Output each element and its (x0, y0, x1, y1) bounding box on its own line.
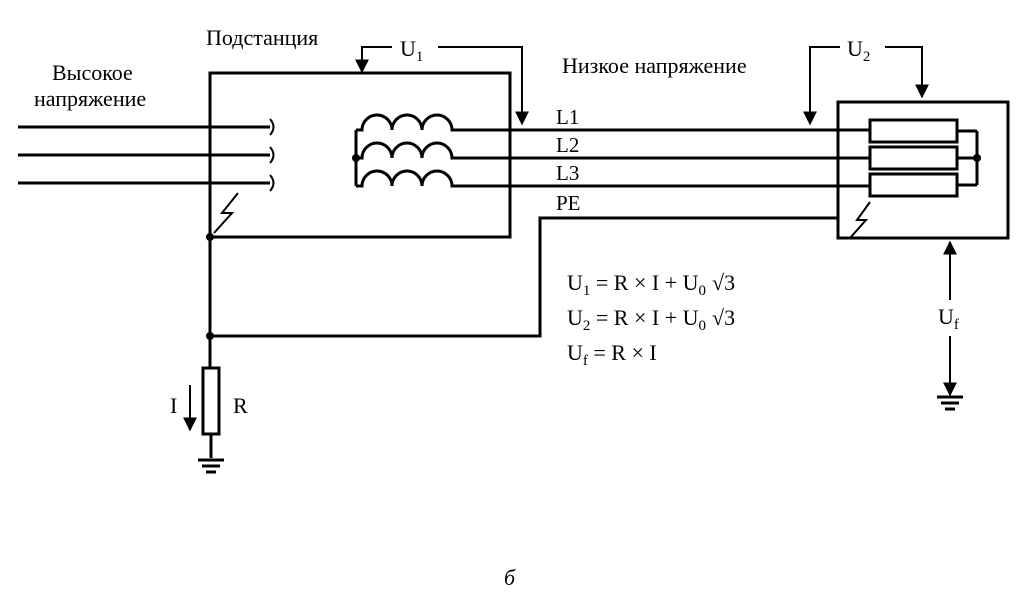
current-label: I (170, 393, 177, 418)
l3-label: L3 (556, 161, 579, 185)
load-resistors (868, 118, 981, 198)
ground-icon (198, 458, 224, 474)
u2-label: U2 (847, 36, 870, 65)
high-voltage-label-line2: напряжение (34, 86, 146, 111)
formula-u1: U1 = R × I + U0√3 (567, 270, 735, 299)
l2-label: L2 (556, 133, 579, 157)
substation-label: Подстанция (206, 25, 318, 50)
pe-conductor (206, 216, 838, 368)
consumer-box (836, 100, 1010, 240)
earthing-resistor (201, 366, 221, 436)
low-voltage-label: Низкое напряжение (562, 53, 747, 78)
consumer-fault-lightning-icon (849, 201, 871, 239)
u2-measure (803, 46, 929, 126)
formula-u2: U2 = R × I + U0√3 (567, 305, 735, 334)
resistance-label: R (233, 393, 248, 418)
uf-label: Uf (938, 304, 959, 333)
fault-lightning-icon (213, 192, 239, 234)
formula-uf: Uf = R × I (567, 340, 657, 369)
figure-caption: б (504, 565, 516, 590)
pe-label: PE (556, 191, 581, 215)
ground-icon (937, 395, 963, 411)
high-voltage-label-line1: Высокое (52, 60, 133, 85)
low-voltage-lines (460, 128, 870, 188)
l1-label: L1 (556, 105, 579, 129)
transformer-coils (352, 113, 460, 188)
u1-label: U1 (400, 36, 423, 65)
u1-measure (355, 46, 529, 126)
high-voltage-lines (18, 118, 275, 192)
